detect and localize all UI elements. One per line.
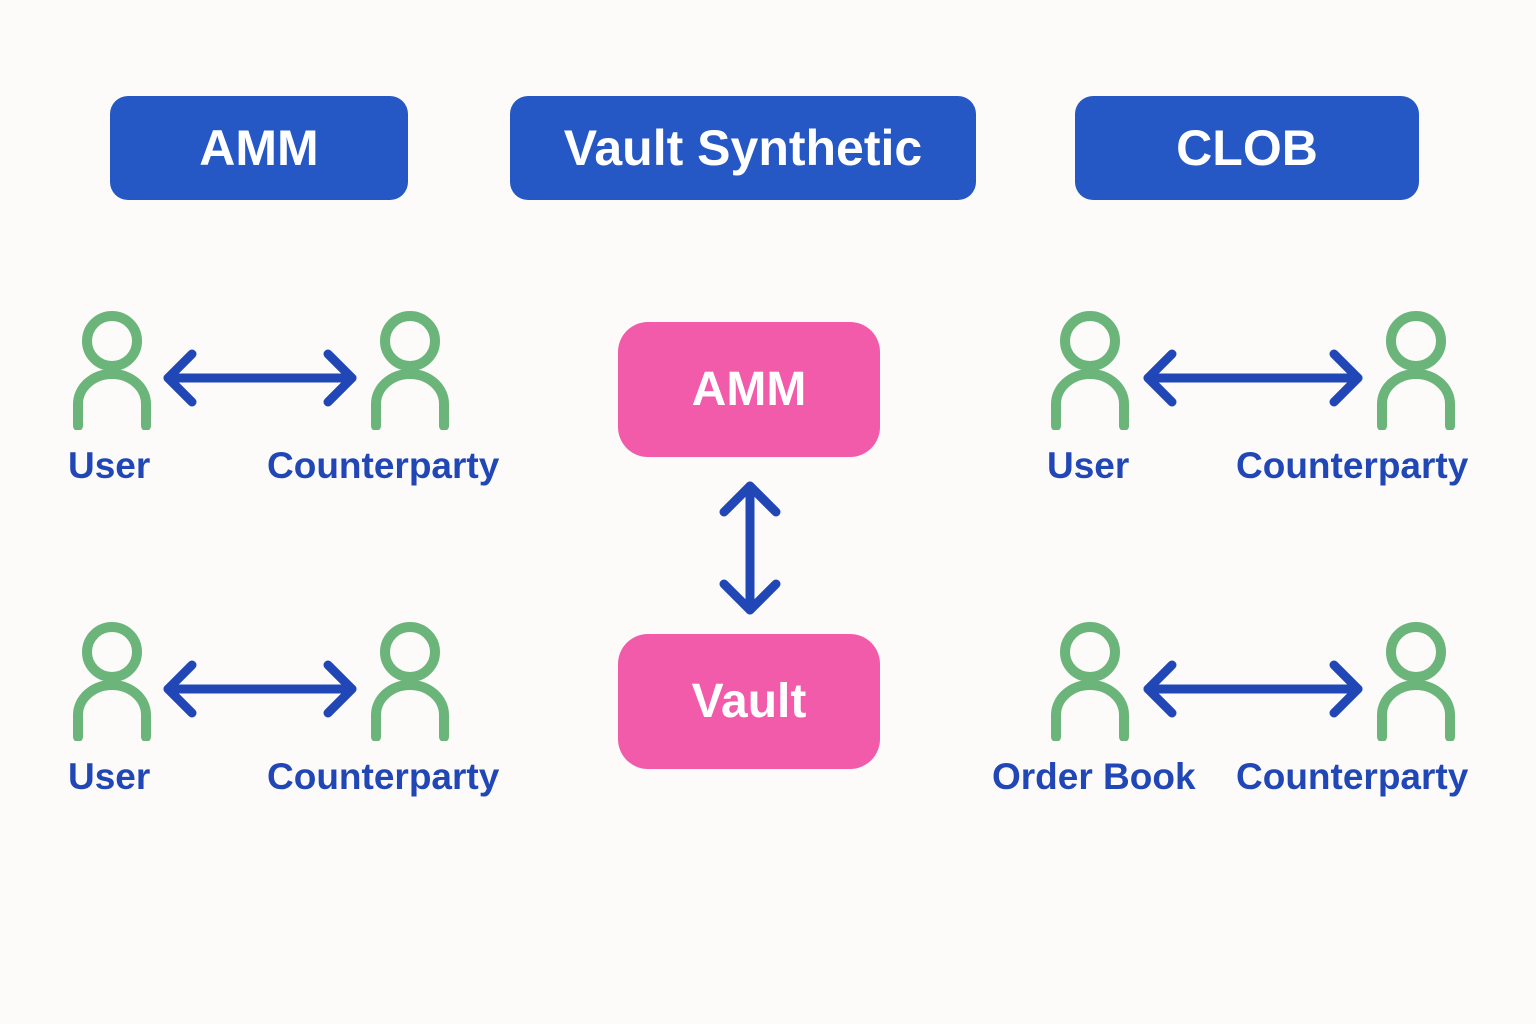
double-arrow-horizontal-icon (160, 346, 360, 410)
order-book-icon (1050, 619, 1130, 741)
amm-row1-left-label: User (68, 445, 151, 486)
user-icon (72, 308, 152, 430)
clob-row2-right-label: Counterparty (1236, 756, 1469, 797)
amm-row1-right-label: Counterparty (267, 445, 500, 486)
amm-box: AMM (618, 322, 880, 457)
amm-row2-right-label: Counterparty (267, 756, 500, 797)
user-icon (72, 619, 152, 741)
header-amm: AMM (110, 96, 408, 200)
amm-row2-left-label: User (68, 756, 151, 797)
header-vault-synthetic: Vault Synthetic (510, 96, 976, 200)
double-arrow-horizontal-icon (160, 657, 360, 721)
double-arrow-horizontal-icon (1140, 346, 1366, 410)
clob-row1-left-label: User (1047, 445, 1130, 486)
user-icon (1050, 308, 1130, 430)
counterparty-icon (1376, 308, 1456, 430)
vault-box: Vault (618, 634, 880, 769)
counterparty-icon (370, 308, 450, 430)
counterparty-icon (1376, 619, 1456, 741)
double-arrow-horizontal-icon (1140, 657, 1366, 721)
header-clob: CLOB (1075, 96, 1419, 200)
clob-row1-right-label: Counterparty (1236, 445, 1469, 486)
clob-row2-left-label: Order Book (992, 756, 1196, 797)
double-arrow-vertical-icon (718, 478, 782, 618)
counterparty-icon (370, 619, 450, 741)
